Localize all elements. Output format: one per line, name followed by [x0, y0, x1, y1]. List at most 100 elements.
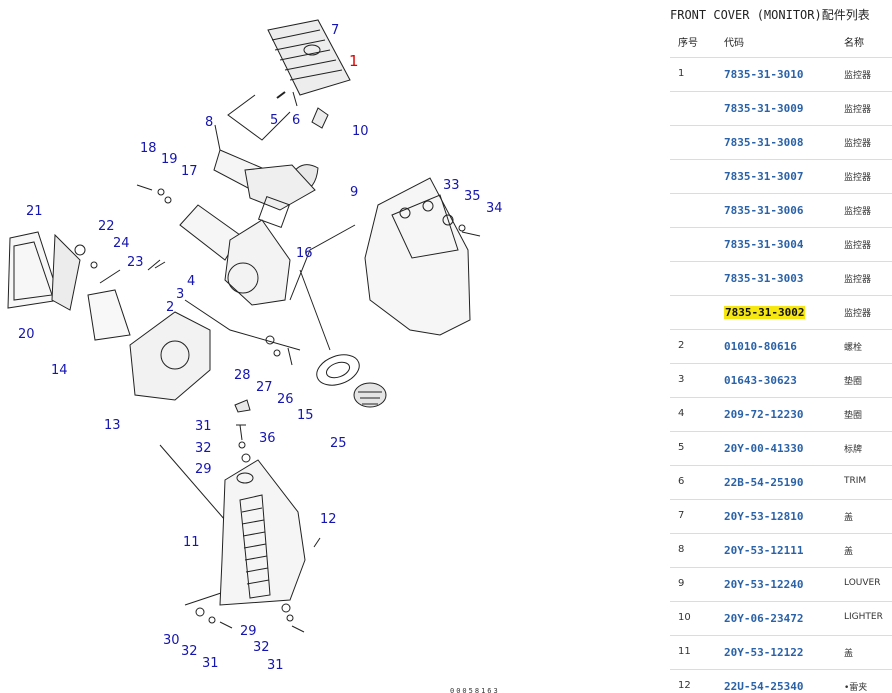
- callout-15: 15: [297, 408, 314, 423]
- callout-31c: 31: [267, 658, 284, 673]
- callout-31: 31: [195, 419, 212, 434]
- callout-7: 7: [331, 23, 339, 38]
- part-name: 监控器: [844, 309, 872, 319]
- part-row[interactable]: 6 22B-54-25190 TRIM: [670, 465, 892, 500]
- part-name: 盖: [844, 649, 854, 659]
- callout-28: 28: [234, 368, 251, 383]
- part-name: TRIM: [844, 476, 867, 486]
- part-code-link[interactable]: 20Y-53-12122: [724, 646, 804, 659]
- part-code-link[interactable]: 7835-31-3007: [724, 170, 804, 183]
- part-code-link[interactable]: 20Y-00-41330: [724, 442, 804, 455]
- part-name: 标牌: [844, 445, 863, 455]
- part-name: 盖: [844, 547, 854, 557]
- part-name: 监控器: [844, 173, 872, 183]
- part-row[interactable]: 7835-31-3003 监控器: [670, 261, 892, 296]
- callout-29: 29: [195, 462, 212, 477]
- part-name: 监控器: [844, 105, 872, 115]
- part-code-link[interactable]: 7835-31-3006: [724, 204, 804, 217]
- part-row[interactable]: 3 01643-30623 垫圈: [670, 363, 892, 398]
- part-row-number: 9: [678, 578, 685, 589]
- part-code-link[interactable]: 209-72-12230: [724, 408, 804, 421]
- callout-32b: 32: [181, 644, 198, 659]
- part-name: 监控器: [844, 139, 872, 149]
- column-header-name: 名称: [844, 38, 864, 49]
- callout-17: 17: [181, 164, 198, 179]
- part-code-link[interactable]: 20Y-53-12111: [724, 544, 804, 557]
- part-row[interactable]: 7835-31-3008 监控器: [670, 125, 892, 160]
- part-row[interactable]: 7835-31-3006 监控器: [670, 193, 892, 228]
- callout-32: 32: [195, 441, 212, 456]
- part-row[interactable]: 11 20Y-53-12122 盖: [670, 635, 892, 670]
- part-name: LIGHTER: [844, 612, 883, 622]
- callout-16: 16: [296, 246, 313, 261]
- callout-27: 27: [256, 380, 273, 395]
- part-row[interactable]: 7 20Y-53-12810 盖: [670, 499, 892, 534]
- callout-25: 25: [330, 436, 347, 451]
- callout-35: 35: [464, 189, 481, 204]
- part-code-link[interactable]: 7835-31-3009: [724, 102, 804, 115]
- callout-23: 23: [127, 255, 144, 270]
- callout-30: 30: [163, 633, 180, 648]
- part-row[interactable]: 7835-31-3004 监控器: [670, 227, 892, 262]
- part-name: 盖: [844, 513, 854, 523]
- callout-29b: 29: [240, 624, 257, 639]
- exploded-parts-diagram: 7 1 5 6 10 8 9 18 19 17 33 35 34 21 22 2…: [7, 19, 503, 693]
- part-row-number: 11: [678, 646, 691, 657]
- callout-1: 1: [349, 52, 359, 70]
- callout-26: 26: [277, 392, 294, 407]
- document-code: 00058163: [450, 687, 500, 693]
- part-code-link[interactable]: 7835-31-3004: [724, 238, 804, 251]
- callout-19: 19: [161, 152, 178, 167]
- part-row[interactable]: 12 22U-54-25340 •雷夹: [670, 669, 892, 693]
- column-header-no: 序号: [678, 38, 698, 49]
- callout-2: 2: [166, 300, 174, 315]
- part-name: 垫圈: [844, 377, 863, 387]
- part-name: 监控器: [844, 241, 872, 251]
- part-row-number: 7: [678, 510, 685, 521]
- callout-5: 5: [270, 113, 278, 128]
- callout-24: 24: [113, 236, 130, 251]
- callout-31b: 31: [202, 656, 219, 671]
- parts-list-title: FRONT COVER (MONITOR)配件列表: [670, 8, 870, 22]
- callout-6: 6: [292, 113, 300, 128]
- part-row-number: 3: [678, 374, 685, 385]
- part-row[interactable]: 10 20Y-06-23472 LIGHTER: [670, 601, 892, 636]
- part-row[interactable]: 7835-31-3007 监控器: [670, 159, 892, 194]
- part-name: 监控器: [844, 207, 872, 217]
- part-code-link[interactable]: 20Y-53-12240: [724, 578, 804, 591]
- part-code-link[interactable]: 7835-31-3008: [724, 136, 804, 149]
- part-row-number: 1: [678, 68, 685, 79]
- part-code-link[interactable]: 7835-31-3003: [724, 272, 804, 285]
- callout-18: 18: [140, 141, 157, 156]
- part-code-link[interactable]: 22U-54-25340: [724, 680, 804, 693]
- part-row-number: 6: [678, 476, 685, 487]
- part-code-link[interactable]: 01643-30623: [724, 374, 797, 387]
- part-code-link[interactable]: 20Y-53-12810: [724, 510, 804, 523]
- part-code-link[interactable]: 20Y-06-23472: [724, 612, 804, 625]
- part-code-link[interactable]: 7835-31-3010: [724, 68, 804, 81]
- callout-22: 22: [98, 219, 115, 234]
- callout-9: 9: [350, 185, 358, 200]
- callout-4: 4: [187, 274, 195, 289]
- part-row[interactable]: 7835-31-3002 监控器: [670, 295, 892, 330]
- part-code-link[interactable]: 7835-31-3002: [724, 306, 806, 319]
- part-name: 监控器: [844, 275, 872, 285]
- callout-34: 34: [486, 201, 503, 216]
- callout-11: 11: [183, 535, 200, 550]
- part-code-link[interactable]: 22B-54-25190: [724, 476, 804, 489]
- part-row-number: 2: [678, 340, 685, 351]
- callout-13: 13: [104, 418, 121, 433]
- callout-12: 12: [320, 512, 337, 527]
- part-row-number: 12: [678, 680, 691, 691]
- part-code-link[interactable]: 01010-80616: [724, 340, 797, 353]
- part-row-number: 10: [678, 612, 691, 623]
- part-name: •雷夹: [844, 683, 868, 693]
- part-row[interactable]: 7835-31-3009 监控器: [670, 91, 892, 126]
